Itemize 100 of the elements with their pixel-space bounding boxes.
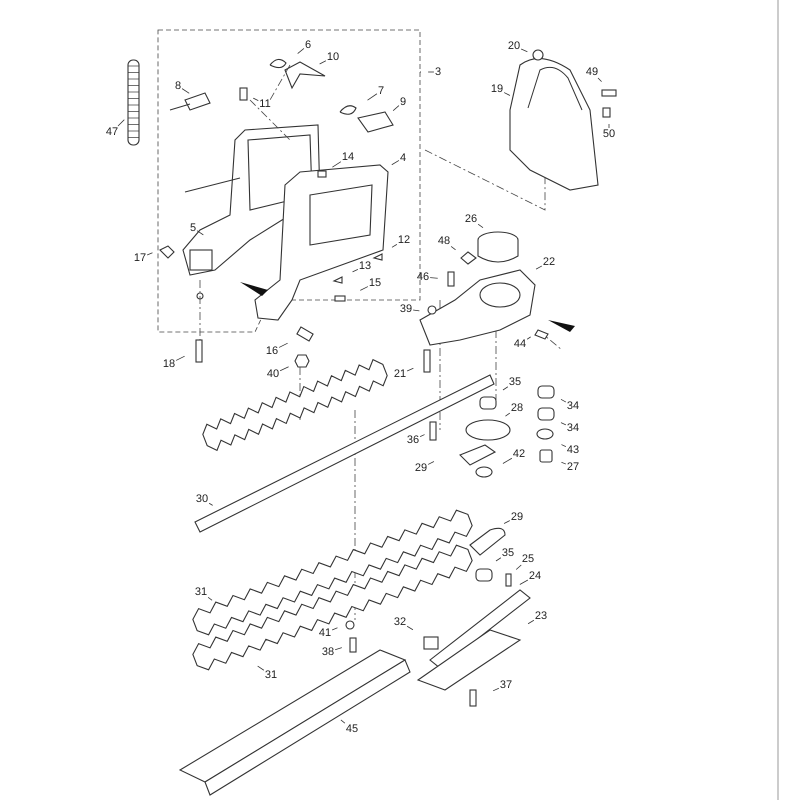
leader-line	[340, 720, 346, 724]
leader-line	[332, 627, 338, 630]
callout-number: 28	[510, 402, 524, 414]
callout-number: 21	[392, 368, 408, 380]
leader-line	[280, 366, 290, 372]
callout-number: 44	[512, 338, 528, 350]
callout-number: 13	[358, 260, 372, 272]
callout-number: 7	[376, 85, 386, 97]
leader-line	[450, 246, 456, 250]
callout-number: 38	[320, 646, 336, 658]
callout-number: 31	[264, 669, 278, 681]
callout-number: 3	[434, 66, 442, 78]
callout-number: 26	[464, 213, 478, 225]
callout-number: 30	[194, 493, 210, 505]
callout-number: 5	[188, 222, 198, 234]
leader-line	[360, 286, 368, 291]
leader-line	[528, 620, 534, 624]
leader-line	[391, 160, 400, 166]
callout-number: 47	[104, 126, 120, 138]
leader-line	[526, 336, 532, 340]
leader-line	[520, 48, 528, 52]
leader-line	[430, 277, 438, 279]
callout-number: 17	[132, 252, 148, 264]
callout-number: 22	[542, 256, 556, 268]
callout-number: 18	[162, 358, 176, 370]
callout-number: 49	[584, 66, 600, 78]
callout-number: 42	[512, 448, 526, 460]
leader-line	[516, 564, 522, 570]
callout-number: 4	[398, 152, 408, 164]
leader-line	[297, 48, 304, 54]
callout-number: 11	[258, 98, 272, 110]
callout-number: 41	[318, 627, 332, 639]
leader-line	[502, 386, 508, 390]
callout-number: 29	[510, 511, 524, 523]
callout-number: 45	[344, 723, 360, 735]
leader-line	[257, 666, 264, 671]
callout-number: 34	[566, 422, 580, 434]
callout-number: 19	[490, 83, 504, 95]
leader-line	[598, 78, 602, 82]
leader-line	[392, 105, 400, 112]
callout-number: 32	[392, 616, 408, 628]
leader-line	[176, 356, 186, 361]
leader-line	[560, 398, 566, 402]
callout-number: 36	[406, 434, 420, 446]
callout-number: 40	[266, 368, 280, 380]
leader-line	[182, 88, 190, 94]
leader-line	[208, 596, 213, 601]
leader-line	[504, 520, 510, 524]
leader-line	[504, 92, 510, 96]
callout-number: 35	[500, 547, 516, 559]
callout-number: 34	[566, 400, 580, 412]
leader-line	[428, 461, 434, 465]
callout-number: 25	[520, 553, 536, 565]
leader-line	[196, 230, 204, 236]
leader-line	[406, 368, 414, 372]
leader-line	[146, 252, 153, 256]
leader-line	[278, 342, 288, 348]
leader-line	[496, 557, 502, 562]
callout-number: 37	[498, 679, 514, 691]
callout-number: 27	[566, 461, 580, 473]
leader-line	[252, 98, 259, 102]
callout-number: 31	[194, 586, 208, 598]
callout-number: 29	[414, 462, 428, 474]
leader-line	[352, 268, 358, 272]
leader-line	[536, 266, 542, 270]
callout-number: 46	[416, 271, 430, 283]
leader-line	[319, 60, 326, 64]
leader-line	[367, 93, 378, 101]
leader-line	[118, 119, 125, 126]
leader-line	[412, 310, 420, 312]
callout-number: 10	[326, 51, 340, 63]
leader-line	[502, 458, 512, 464]
callout-number: 9	[398, 96, 408, 108]
leader-line	[505, 412, 510, 417]
leader-line	[561, 444, 566, 448]
leader-line	[334, 647, 342, 650]
leader-line	[608, 124, 610, 128]
leader-line	[332, 161, 342, 168]
callout-number: 43	[566, 444, 580, 456]
callout-number: 39	[398, 303, 414, 315]
leader-line	[560, 422, 566, 426]
callout-number: 50	[602, 128, 616, 140]
callout-number: 16	[264, 345, 280, 357]
callout-number: 8	[174, 80, 182, 92]
callout-number: 15	[368, 277, 382, 289]
callout-number: 14	[340, 151, 356, 163]
leader-line	[492, 688, 500, 692]
leader-line	[420, 434, 425, 438]
callout-number: 20	[506, 40, 522, 52]
callout-number: 6	[304, 39, 312, 51]
leader-line	[392, 244, 398, 248]
leader-line	[478, 224, 484, 228]
leader-line	[561, 462, 566, 464]
callout-number: 24	[528, 570, 542, 582]
callout-number: 12	[396, 234, 412, 246]
leader-line	[406, 626, 414, 630]
callout-number: 48	[436, 235, 452, 247]
leader-line	[519, 580, 528, 585]
leader-line	[208, 502, 214, 506]
callout-number: 35	[508, 376, 522, 388]
